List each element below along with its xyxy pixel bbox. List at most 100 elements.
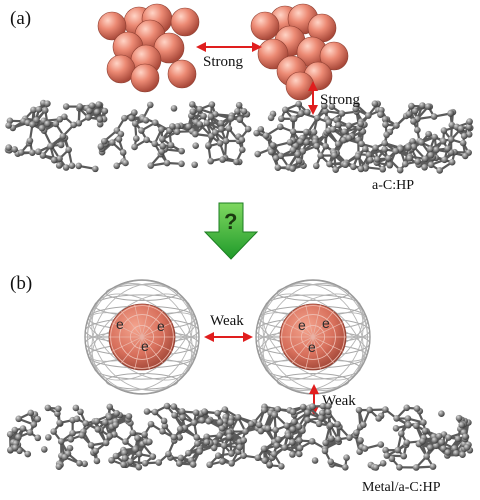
carbon-atom xyxy=(302,128,310,136)
carbon-atom xyxy=(295,423,303,430)
carbon-atom xyxy=(409,138,416,145)
carbon-atom xyxy=(353,429,360,437)
carbon-atom xyxy=(427,151,435,159)
carbon-atom xyxy=(75,162,83,170)
carbon-atom xyxy=(115,136,123,143)
carbon-atom xyxy=(355,406,363,414)
carbon-atom xyxy=(34,434,42,442)
shell-line xyxy=(283,336,314,352)
carbon-atom xyxy=(283,422,291,430)
carbon-atom xyxy=(66,444,74,452)
carbon-atom xyxy=(19,425,27,432)
carbon-atom xyxy=(440,127,448,134)
metal-atom xyxy=(285,71,315,101)
carbon-atom xyxy=(386,161,394,169)
carbon-atom xyxy=(346,434,353,442)
encapsulated-nanoparticle-right xyxy=(255,279,371,395)
metal-atom xyxy=(97,11,127,41)
carbon-atom xyxy=(196,121,204,128)
carbon-atom xyxy=(170,403,178,410)
carbon-atom xyxy=(413,405,421,412)
carbon-atom xyxy=(420,419,427,426)
carbon-atom xyxy=(382,446,389,454)
carbon-atom xyxy=(350,163,357,171)
carbon-atom xyxy=(96,120,104,128)
carbon-atom xyxy=(295,157,303,165)
carbon-atom xyxy=(119,149,127,156)
carbon-atom xyxy=(205,417,212,425)
carbon-atom xyxy=(129,429,137,437)
carbon-atom xyxy=(210,444,218,452)
carbon-atom xyxy=(382,406,389,413)
carbon-atom xyxy=(234,413,242,421)
encapsulated-nanoparticle-left xyxy=(84,279,200,395)
carbon-atom xyxy=(296,444,304,452)
carbon-atom xyxy=(190,419,198,427)
carbon-atom xyxy=(438,439,445,446)
carbon-atom xyxy=(425,130,432,138)
electron-label: e xyxy=(116,316,124,332)
carbon-atom xyxy=(345,134,353,142)
carbon-atom xyxy=(431,437,439,444)
carbon-atom xyxy=(15,433,22,441)
carbon-atom xyxy=(340,136,347,144)
carbon-atom xyxy=(403,404,411,412)
carbon-atom xyxy=(91,165,99,173)
shell-ring xyxy=(110,305,174,369)
carbon-atom xyxy=(5,122,12,129)
carbon-atom xyxy=(92,447,99,455)
shell-line xyxy=(121,336,143,364)
carbon-atom xyxy=(247,420,255,428)
carbon-atom xyxy=(267,148,275,156)
carbon-atom xyxy=(11,444,19,452)
carbon-atom xyxy=(94,426,102,433)
carbon-atom xyxy=(379,459,387,467)
carbon-atom xyxy=(410,118,417,125)
carbon-atom xyxy=(109,139,116,146)
carbon-atom xyxy=(147,162,155,169)
carbon-atom xyxy=(38,124,46,132)
carbon-atom xyxy=(254,454,262,462)
carbon-atom xyxy=(206,461,213,469)
shell-ring xyxy=(281,305,345,369)
carbon-atom xyxy=(382,121,389,128)
carbon-atom xyxy=(238,146,246,154)
carbon-atom xyxy=(440,445,447,452)
carbon-atom xyxy=(299,403,307,411)
carbon-atom xyxy=(405,421,412,429)
carbon-atom xyxy=(272,426,279,434)
electron-label: e xyxy=(308,339,316,355)
carbon-atom xyxy=(426,444,434,451)
carbon-atom xyxy=(372,144,379,152)
carbon-atom xyxy=(324,408,332,416)
shell-ring xyxy=(119,314,165,360)
shell-line xyxy=(134,336,143,370)
carbon-atom xyxy=(171,412,178,419)
carbon-atom xyxy=(328,103,336,110)
carbon-atom xyxy=(289,146,297,154)
carbon-atom xyxy=(288,439,296,446)
carbon-atom xyxy=(423,453,430,460)
carbon-atom xyxy=(261,457,269,464)
carbon-atom xyxy=(35,106,43,113)
carbon-atom xyxy=(457,125,465,133)
carbon-atom xyxy=(28,149,36,156)
carbon-atom xyxy=(459,139,467,147)
carbon-atom xyxy=(122,159,129,167)
carbon-atom xyxy=(159,428,166,435)
carbon-atom xyxy=(200,112,207,120)
carbon-atom xyxy=(304,108,311,116)
shell-line xyxy=(141,336,172,352)
carbon-atom xyxy=(441,156,448,164)
carbon-atom xyxy=(112,452,120,460)
carbon-atom xyxy=(35,148,42,156)
carbon-atom xyxy=(278,115,285,123)
carbon-atom xyxy=(309,403,316,410)
carbon-atom xyxy=(240,108,248,115)
carbon-atom xyxy=(203,433,210,441)
carbon-atom xyxy=(155,459,163,466)
carbon-atom xyxy=(93,108,101,116)
carbon-atom xyxy=(325,402,332,410)
carbon-atom xyxy=(257,427,265,435)
